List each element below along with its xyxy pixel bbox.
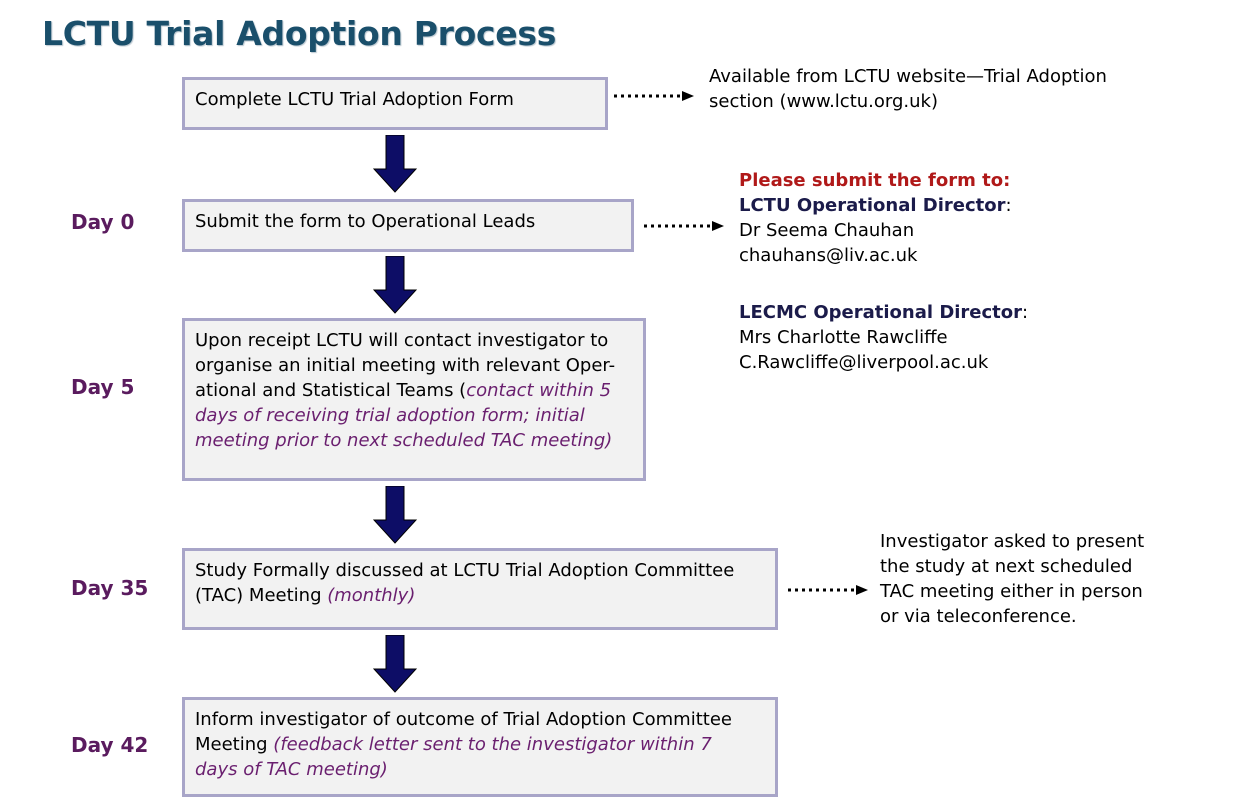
dotted-arrow-icon (788, 585, 868, 595)
lctu-name: Dr Seema Chauhan (739, 220, 915, 241)
step-text: Complete LCTU Trial Adoption Form (195, 89, 514, 110)
lecmc-role: LECMC Operational Director (739, 302, 1023, 323)
down-arrow-icon (373, 486, 417, 544)
step-italic-text: contact within 5 (466, 380, 612, 401)
day-label: Day 42 (71, 733, 149, 757)
down-arrow-icon (373, 635, 417, 693)
note-line: section (www.lctu.org.uk) (709, 91, 938, 112)
step-italic-text: (feedback letter sent to the investigato… (273, 734, 712, 755)
step-italic-text: days of receiving trial adoption form; i… (195, 405, 585, 426)
step-italic-text: days of TAC meeting) (195, 759, 388, 780)
step-italic-text: meeting prior to next scheduled TAC meet… (195, 430, 613, 451)
note-line: or via teleconference. (880, 606, 1077, 627)
lctu-email: chauhans@liv.ac.uk (739, 245, 918, 266)
colon: : (1005, 195, 1012, 216)
step-text: Upon receipt LCTU will contact investiga… (195, 330, 609, 351)
note-line: Investigator asked to present (880, 531, 1145, 552)
dotted-arrow-icon (614, 91, 694, 101)
down-arrow-icon (373, 135, 417, 193)
day-label: Day 5 (71, 375, 135, 399)
step-text: ational and Statistical Teams ( (195, 380, 467, 401)
submit-heading: Please submit the form to: (739, 170, 1011, 191)
step-italic-text: (monthly) (327, 585, 416, 606)
colon: : (1022, 302, 1029, 323)
page-title: LCTU Trial Adoption Process (42, 14, 557, 53)
lecmc-email: C.Rawcliffe@liverpool.ac.uk (739, 352, 989, 373)
tac-note: Investigator asked to present the study … (880, 529, 1144, 629)
step-text: (TAC) Meeting (195, 585, 328, 606)
step-text: organise an initial meeting with relevan… (195, 355, 616, 376)
note-line: the study at next scheduled (880, 556, 1133, 577)
step-text: Study Formally discussed at LCTU Trial A… (195, 560, 735, 581)
step-text: Meeting (195, 734, 274, 755)
lecmc-name: Mrs Charlotte Rawcliffe (739, 327, 948, 348)
step-box-inform-outcome: Inform investigator of outcome of Trial … (182, 697, 778, 797)
website-note: Available from LCTU website—Trial Adopti… (709, 64, 1107, 114)
submit-contacts-note: Please submit the form to: LCTU Operatio… (739, 168, 1028, 375)
day-label: Day 35 (71, 576, 149, 600)
note-line: Available from LCTU website—Trial Adopti… (709, 66, 1107, 87)
step-box-initial-meeting: Upon receipt LCTU will contact investiga… (182, 318, 646, 481)
step-text: Inform investigator of outcome of Trial … (195, 709, 732, 730)
note-line: TAC meeting either in person (880, 581, 1143, 602)
step-box-submit-form: Submit the form to Operational Leads (182, 199, 634, 252)
day-label: Day 0 (71, 210, 135, 234)
step-text: Submit the form to Operational Leads (195, 211, 536, 232)
dotted-arrow-icon (644, 221, 724, 231)
down-arrow-icon (373, 256, 417, 314)
lctu-role: LCTU Operational Director (739, 195, 1006, 216)
step-box-complete-form: Complete LCTU Trial Adoption Form (182, 77, 608, 130)
step-box-tac-meeting: Study Formally discussed at LCTU Trial A… (182, 548, 778, 630)
